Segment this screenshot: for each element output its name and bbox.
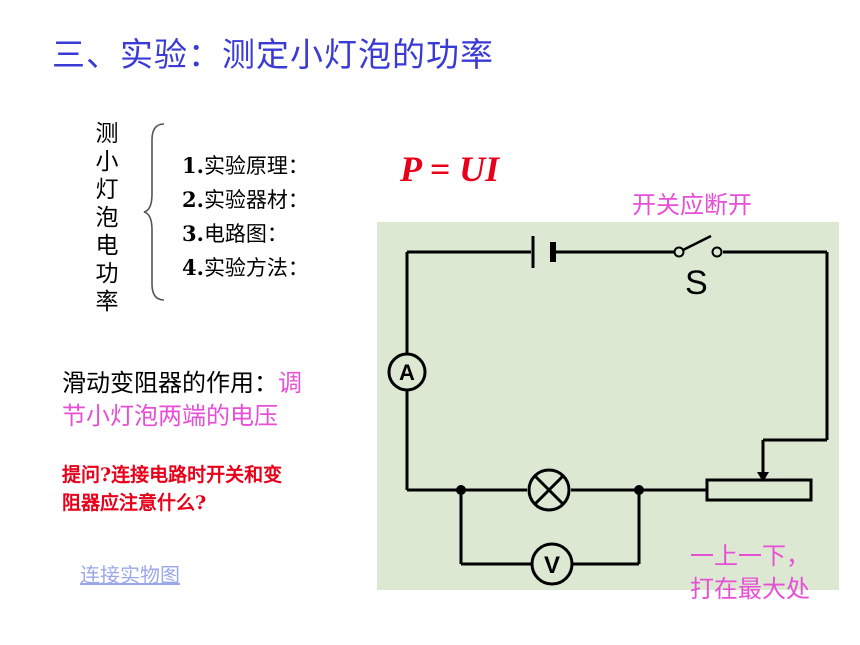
step-text: 电路图： (203, 222, 288, 246)
ammeter-icon (387, 352, 427, 392)
curly-brace-icon (143, 123, 165, 301)
step-principle: 1.实验原理： (182, 150, 309, 180)
vertical-char: 电 (95, 233, 119, 259)
vertical-char: 功 (95, 261, 119, 287)
voltmeter-label: V (544, 552, 560, 579)
question-line2: 阻器应注意什么? (62, 492, 207, 514)
circuit-diagram: S A V (377, 222, 839, 590)
ammeter-label: A (399, 360, 415, 385)
rheostat-icon (705, 478, 813, 502)
rheostat-role-answer: 调 (278, 369, 302, 397)
circuit-background (377, 222, 839, 590)
switch-label: S (685, 264, 708, 302)
step-method: 4.实验方法： (182, 252, 309, 282)
rheostat-role-line2: 节小灯泡两端的电压 (62, 402, 278, 430)
rheostat-role-line1: 滑动变阻器的作用：调 (62, 363, 302, 398)
switch-note: 开关应断开 (632, 191, 752, 219)
step-number: 1. (182, 153, 204, 178)
step-circuit-diagram: 3.电路图： (182, 218, 288, 248)
vertical-char: 泡 (95, 205, 119, 231)
switch-contact-right (711, 246, 723, 258)
junction-dot (456, 485, 466, 495)
lamp-icon (527, 468, 571, 512)
vertical-char: 测 (95, 121, 119, 147)
rheostat-role-prefix: 滑动变阻器的作用： (62, 369, 278, 397)
step-equipment: 2.实验器材： (182, 184, 309, 214)
step-number: 3. (182, 221, 204, 246)
switch-blade (678, 234, 712, 254)
rheostat-note-line2: 打在最大处 (690, 575, 810, 603)
vertical-char: 率 (95, 289, 119, 315)
switch-contact-left (673, 246, 685, 258)
voltmeter-icon (530, 542, 574, 586)
step-text: 实验原理： (203, 154, 309, 178)
step-number: 2. (182, 187, 204, 212)
vertical-char: 灯 (95, 177, 119, 203)
vertical-topic-label: 测 小 灯 泡 电 功 率 (92, 120, 122, 316)
step-text: 实验方法： (203, 256, 309, 280)
rheostat-note-line1: 一上一下， (690, 542, 810, 570)
step-number: 4. (182, 255, 204, 280)
step-text: 实验器材： (203, 188, 309, 212)
power-formula: P = UI (400, 149, 500, 189)
junction-dot (634, 485, 644, 495)
vertical-char: 小 (95, 149, 119, 175)
physical-wiring-link[interactable]: 连接实物图 (80, 563, 180, 587)
rheostat-slider-arrow (757, 472, 769, 482)
question-line1: 提问?连接电路时开关和变 (62, 464, 283, 486)
page-title: 三、实验：测定小灯泡的功率 (52, 35, 494, 74)
